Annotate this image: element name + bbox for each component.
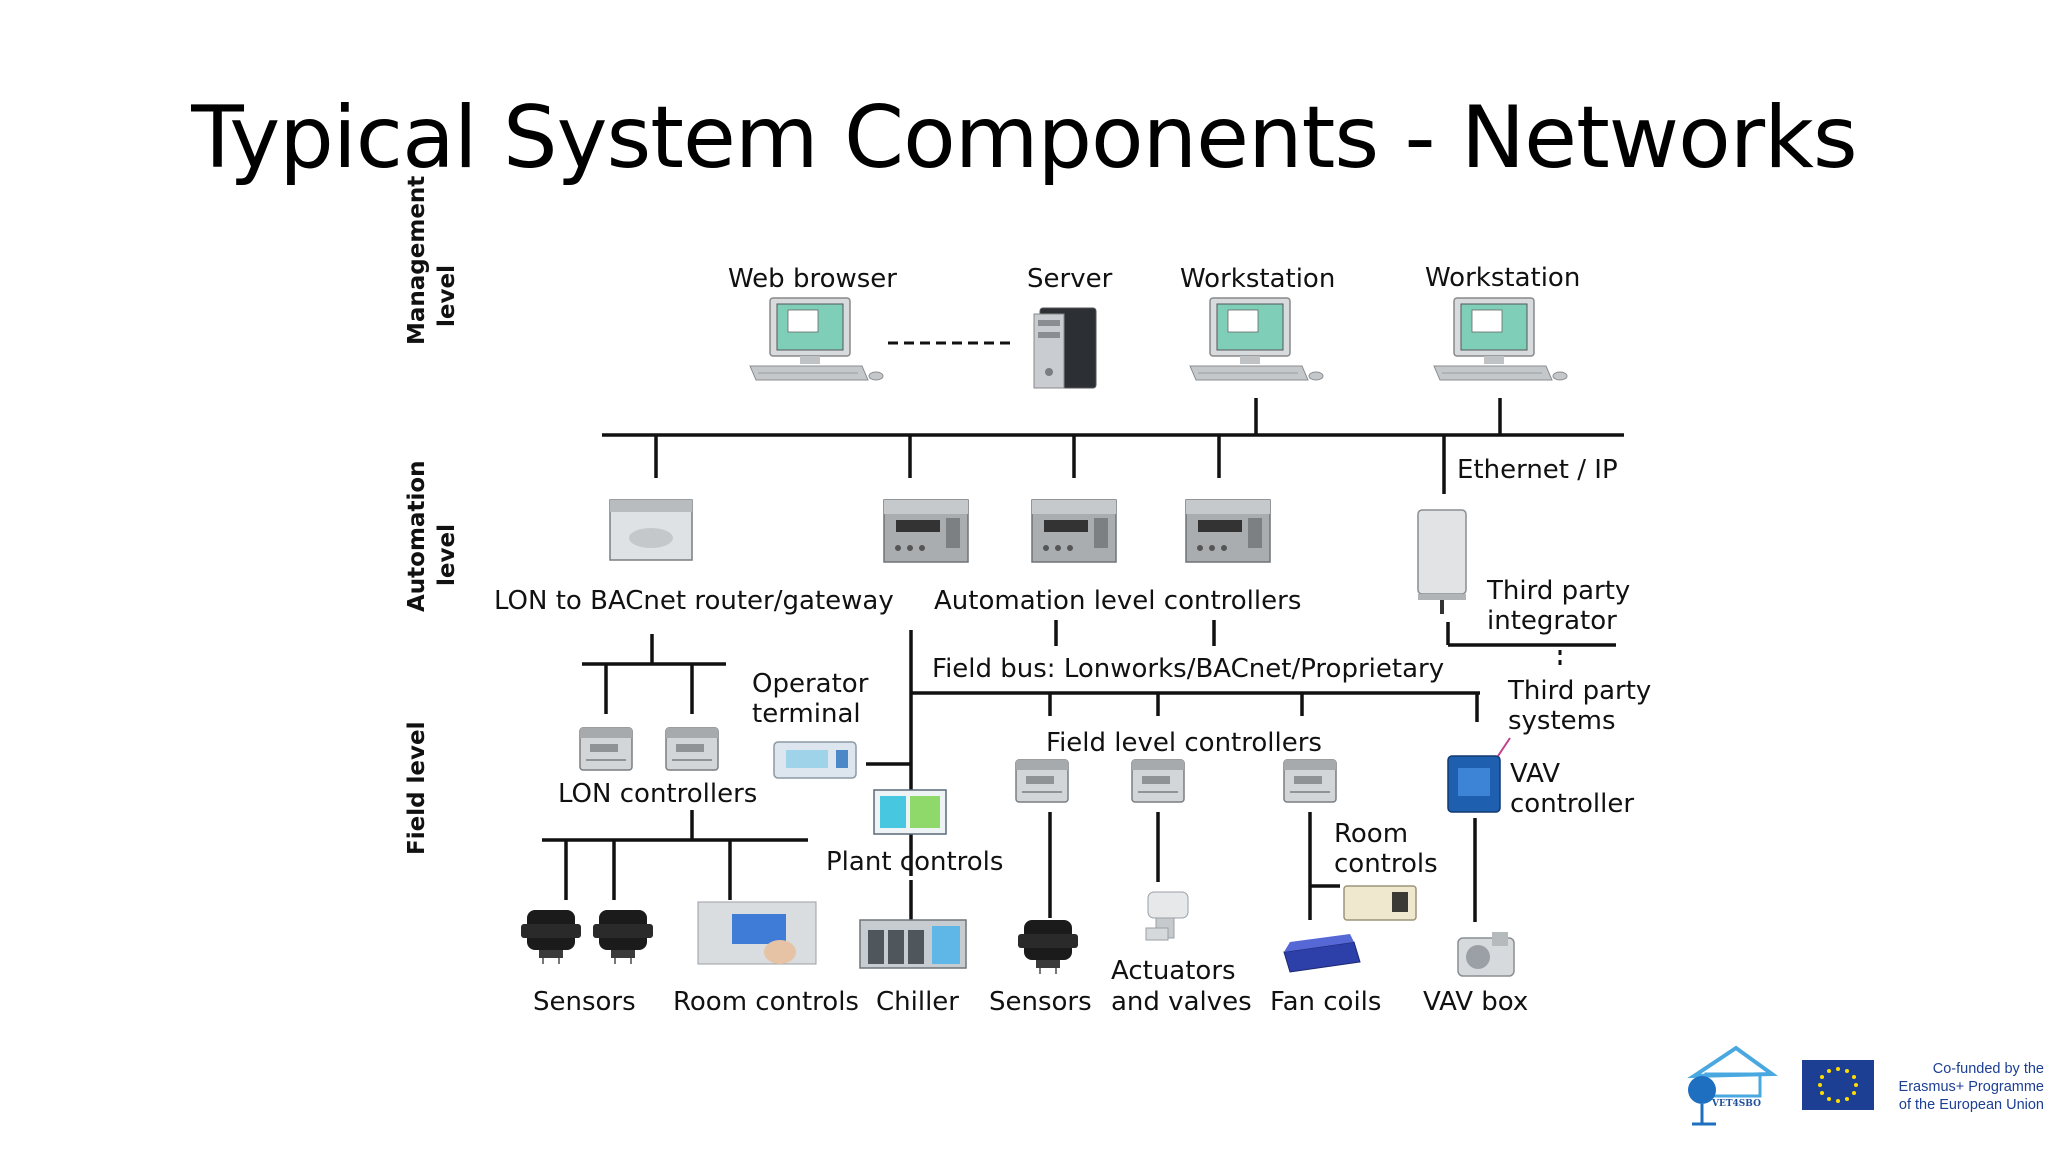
workstation-1-computer [1189,297,1324,381]
lon-controllers-label: LON controllers [558,779,757,809]
lon-router-device [609,499,693,561]
vav-controller-label: VAV controller [1510,759,1634,819]
automation-controller-1 [883,499,969,563]
workstation-1-label: Workstation [1180,264,1335,294]
actuator-valve-device [1145,891,1189,941]
field-bus-label: Field bus: Lonworks/BACnet/Proprietary [932,654,1444,684]
room-controls-mid-label: Room controls [1334,819,1438,879]
workstation-2-label: Workstation [1425,263,1580,293]
plant-controls-label: Plant controls [826,847,1003,877]
fan-coil-device [1283,934,1361,973]
sensor-2 [1017,919,1079,975]
sensor-1a [520,909,582,965]
server-tower [1033,307,1097,389]
field-controller-2 [1131,759,1185,803]
eu-cofunded-text-1: Co-funded by the [1932,1061,2044,1077]
operator-terminal-label: Operator terminal [752,669,877,729]
workstation-2-computer [1433,297,1568,381]
web-browser-computer [749,297,884,381]
web-browser-label: Web browser [728,264,897,294]
chiller-label: Chiller [876,987,959,1017]
field-level-controllers-label: Field level controllers [1046,728,1322,758]
plant-controls-device [873,789,947,835]
vet4sbo-logo-text: VET4SBO [1711,1099,1761,1109]
third-party-systems-label: Third party systems [1507,676,1660,736]
lon-controller-1 [579,727,633,771]
ethernet-label: Ethernet / IP [1457,455,1618,485]
management-level-label: Management level [404,168,460,345]
eu-flag [1802,1060,1874,1110]
operator-terminal-device [773,741,857,779]
vav-controller-device [1447,737,1511,813]
automation-level-label: Automation level [404,452,460,612]
eu-cofunded-text-3: of the European Union [1898,1097,2044,1113]
room-control-panel-device [1343,885,1417,921]
third-party-integrator-label: Third party integrator [1486,576,1639,636]
vav-box-device [1457,932,1515,977]
automation-controllers-label: Automation level controllers [934,586,1301,616]
fan-coils-label: Fan coils [1270,987,1381,1017]
actuators-label: Actuators and valves [1111,956,1252,1017]
vet4sbo-logo: VET4SBO [1687,1045,1778,1126]
vav-box-label: VAV box [1423,987,1528,1017]
room-controls-label: Room controls [673,987,859,1017]
slide-title: Typical System Components - Networks [191,88,1857,188]
chiller-device [859,919,967,969]
sensor-1b [592,909,654,965]
automation-controller-2 [1031,499,1117,563]
room-controls-touch-device [697,901,817,965]
automation-controller-3 [1185,499,1271,563]
server-label: Server [1027,264,1113,294]
field-level-label: Field level [404,721,430,855]
third-party-integrator-device [1417,509,1467,614]
sensors-1-label: Sensors [533,987,636,1017]
field-controller-1 [1015,759,1069,803]
field-controller-3 [1283,759,1337,803]
eu-cofunded-text-2: Erasmus+ Programme [1898,1079,2044,1095]
lon-controller-2 [665,727,719,771]
sensors-2-label: Sensors [989,987,1092,1017]
lon-router-label: LON to BACnet router/gateway [494,586,894,616]
